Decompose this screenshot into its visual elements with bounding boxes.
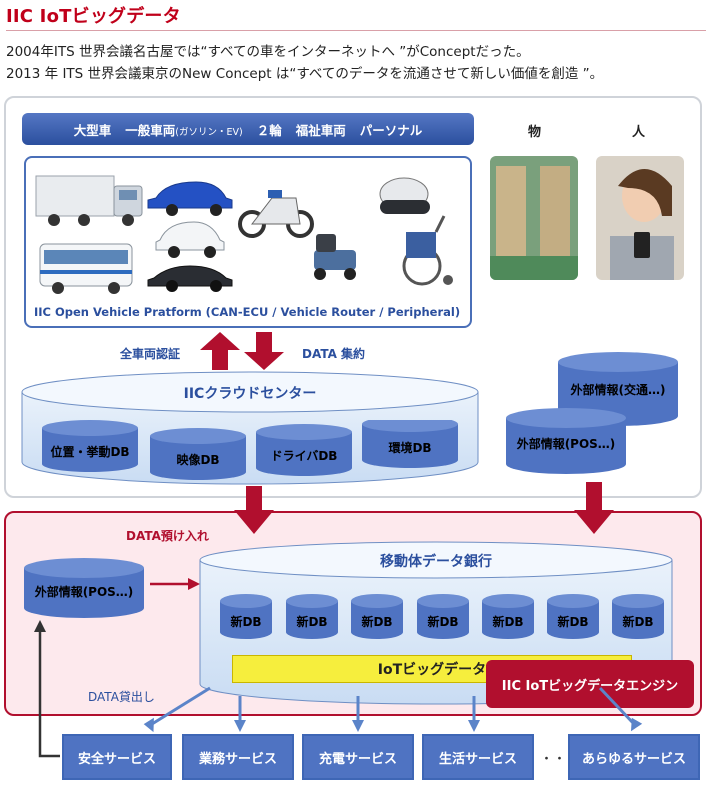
service-lifestyle: 生活サービス	[422, 734, 534, 780]
svg-text:新DB: 新DB	[622, 614, 653, 629]
cloud-db-environment: 環境DB	[362, 420, 458, 468]
blue-car-icon	[147, 181, 233, 216]
deposit-arrow-left	[234, 486, 274, 534]
category-general: 一般車両(ガソリン・EV)	[125, 122, 243, 138]
bank-db-6: 新DB	[547, 594, 599, 639]
svg-text:新DB: 新DB	[230, 614, 261, 629]
category-two-wheel: ２輪	[256, 122, 282, 138]
deposit-label: DATA預け入れ	[126, 529, 209, 543]
bank-db-1: 新DB	[220, 594, 272, 639]
bank-db-5: 新DB	[482, 594, 534, 639]
svg-text:新DB: 新DB	[492, 614, 523, 629]
category-large: 大型車	[73, 122, 112, 138]
down-arrow-icon	[244, 332, 284, 370]
service-any: あらゆるサービス	[568, 734, 700, 780]
bank-db-4: 新DB	[417, 594, 469, 639]
category-goods: 物	[528, 125, 542, 140]
intro-line-2: 2013 年 ITS 世界会議東京のNew Concept は“すべてのデータを…	[6, 66, 604, 82]
svg-text:映像DB: 映像DB	[176, 452, 219, 467]
cloud-db-video: 映像DB	[150, 428, 246, 480]
pos-to-bank-arrow	[150, 578, 200, 590]
bank-db-3: 新DB	[351, 594, 403, 639]
svg-text:新DB: 新DB	[557, 614, 588, 629]
lend-label: DATA貸出し	[88, 690, 155, 704]
external-pos-db-left: 外部情報(POS…)	[24, 558, 144, 618]
page-title: IIC IoTビッグデータ	[6, 6, 181, 27]
svg-text:外部情報(POS…): 外部情報(POS…)	[517, 436, 616, 451]
cloud-db-driver: ドライバDB	[256, 424, 352, 476]
category-welfare: 福祉車両	[295, 122, 346, 138]
mobility-scooter-icon	[314, 234, 356, 280]
up-arrow-icon	[200, 332, 240, 370]
bigdata-engine-box: IIC IoTビッグデータエンジン	[486, 660, 694, 708]
external-info-group: 外部情報(交通…) 外部情報(POS…)	[506, 352, 678, 474]
person-smartphone-photo	[596, 156, 684, 280]
svg-text:新DB: 新DB	[361, 614, 392, 629]
svg-text:位置・挙動DB: 位置・挙動DB	[50, 444, 129, 459]
down-arrow-icon	[574, 482, 614, 534]
category-general-sub: (ガソリン・EV)	[175, 126, 243, 138]
personal-mobility-icon	[379, 177, 430, 214]
cloud-db-group: 位置・挙動DB 映像DB ドライバDB 環境DB	[42, 420, 458, 480]
category-people: 人	[632, 125, 646, 140]
bus-icon	[39, 243, 133, 294]
vehicle-category-bar: 大型車 一般車両(ガソリン・EV) ２輪 福祉車両 パーソナル	[22, 113, 474, 145]
open-vehicle-platform-label: IIC Open Vehicle Pratform (CAN-ECU / Veh…	[34, 305, 461, 319]
black-roadster-icon	[147, 265, 233, 292]
service-business: 業務サービス	[182, 734, 294, 780]
aggregate-label: DATA 集約	[302, 347, 366, 361]
up-arrow-icon	[34, 620, 46, 632]
cloud-db-position: 位置・挙動DB	[42, 420, 138, 472]
bank-db-2: 新DB	[286, 594, 338, 639]
deposit-arrow-right	[574, 482, 614, 534]
warehouse-photo	[490, 156, 578, 280]
sync-arrows	[200, 332, 284, 370]
external-pos-db-top: 外部情報(POS…)	[506, 408, 626, 474]
auth-label: 全車両認証	[120, 347, 181, 361]
intro-line-1: 2004年ITS 世界会議名古屋では“すべての車をインターネットへ ”がConc…	[6, 44, 530, 60]
bank-db-7: 新DB	[612, 594, 664, 639]
wheelchair-icon	[402, 215, 453, 286]
svg-text:環境DB: 環境DB	[388, 440, 431, 455]
service-safety: 安全サービス	[62, 734, 172, 780]
truck-icon	[35, 175, 143, 226]
svg-text:新DB: 新DB	[427, 614, 458, 629]
svg-text:外部情報(交通…): 外部情報(交通…)	[571, 382, 666, 397]
svg-text:新DB: 新DB	[296, 614, 327, 629]
svg-text:ドライバDB: ドライバDB	[271, 449, 338, 463]
svg-text:外部情報(POS…): 外部情報(POS…)	[35, 584, 134, 599]
title-divider	[6, 30, 706, 31]
category-personal: パーソナル	[359, 122, 423, 138]
bank-title: 移動体データ銀行	[380, 553, 492, 570]
down-arrow-icon	[234, 486, 274, 534]
motorcycle-icon	[238, 190, 314, 238]
bank-db-group: 新DB 新DB 新DB 新DB 新DB 新DB 新DB	[220, 594, 664, 639]
service-charging: 充電サービス	[302, 734, 414, 780]
cloud-title: IICクラウドセンター	[184, 386, 317, 402]
service-arrows	[34, 620, 643, 758]
white-ev-icon	[155, 221, 225, 258]
vehicle-illustrations	[35, 175, 453, 294]
